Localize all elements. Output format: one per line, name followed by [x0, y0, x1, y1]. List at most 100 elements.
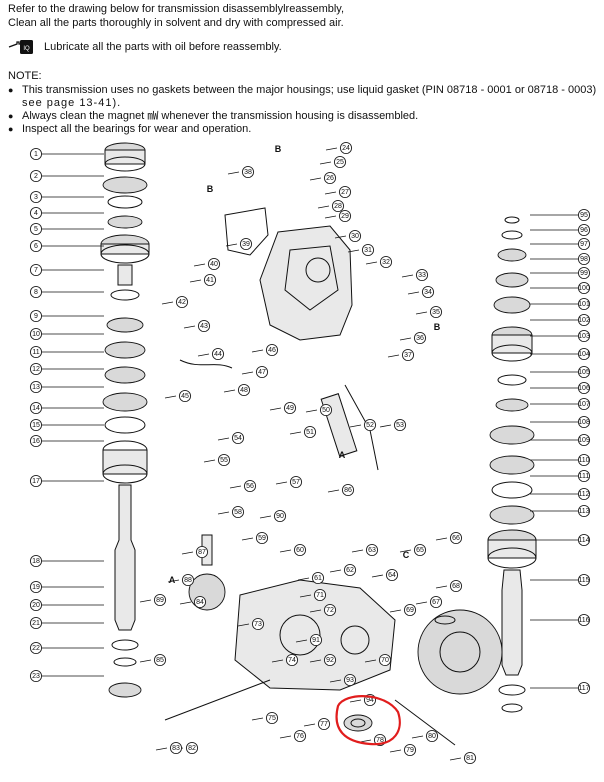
- callout-number: 51: [306, 429, 314, 436]
- callout-center: 33: [401, 268, 429, 282]
- leader-line: [389, 749, 402, 753]
- leader-line: [327, 489, 340, 493]
- callout-center: 47: [241, 365, 269, 379]
- leader-line: [303, 723, 316, 727]
- bearing-part: [110, 289, 140, 301]
- gear-part: [487, 547, 537, 569]
- callout-number: 31: [364, 247, 372, 254]
- callout-bubble: [379, 255, 393, 269]
- callout-center: 40: [193, 257, 221, 271]
- callout-center: 62: [329, 563, 357, 577]
- callout-bubble: [29, 554, 43, 568]
- callout-bubble: [29, 401, 43, 415]
- callout-center: 29: [324, 209, 352, 223]
- leader-line: [379, 424, 392, 428]
- callout-number: 70: [381, 657, 389, 664]
- callout-number: 77: [320, 721, 328, 728]
- nut-part: [504, 216, 520, 224]
- note-item-gasket: This transmission uses no gaskets betwee…: [8, 84, 598, 110]
- callout-bubble: [197, 319, 211, 333]
- leader-line: [435, 537, 448, 541]
- callout-center: 77: [303, 717, 331, 731]
- callout-center: 51: [289, 425, 317, 439]
- leader-line: [347, 249, 360, 253]
- callout-number: 62: [346, 567, 354, 574]
- callout-left: 16: [29, 434, 104, 448]
- callout-number: 96: [580, 227, 588, 234]
- callout-left: 11: [29, 345, 104, 359]
- callout-bubble: [463, 751, 477, 765]
- callout-center: 75: [251, 711, 279, 725]
- callout-number: 85: [156, 657, 164, 664]
- callout-left: 15: [29, 418, 104, 432]
- callout-bubble: [231, 431, 245, 445]
- callout-bubble: [577, 237, 591, 251]
- callout-bubble: [577, 313, 591, 327]
- callout-center: 28: [317, 199, 345, 213]
- callout-bubble: [29, 309, 43, 323]
- leader-line: [179, 601, 192, 605]
- callout-number: 18: [32, 558, 40, 565]
- gear-part: [107, 195, 143, 209]
- callout-left: 20: [29, 598, 104, 612]
- callout-number: 45: [181, 393, 189, 400]
- callout-center: 73: [237, 617, 265, 631]
- callout-number: 61: [314, 575, 322, 582]
- callout-number: 106: [578, 385, 590, 392]
- callout-number: 101: [578, 301, 590, 308]
- callout-bubble: [421, 285, 435, 299]
- callout-bubble: [283, 401, 297, 415]
- callout-bubble: [577, 613, 591, 627]
- callout-number: 79: [406, 747, 414, 754]
- shift-fork-part: [320, 393, 358, 457]
- gear-part: [495, 272, 529, 288]
- callout-number: 47: [258, 369, 266, 376]
- leader-line: [407, 291, 420, 295]
- callout-number: 42: [178, 299, 186, 306]
- callout-right: 116: [530, 613, 591, 627]
- leader-line: [325, 147, 338, 151]
- callout-number: 36: [416, 335, 424, 342]
- ref-letter-a: A: [169, 575, 176, 585]
- leader-line: [241, 371, 254, 375]
- callout-right: 110: [530, 453, 591, 467]
- ref-letter-b: B: [434, 322, 441, 332]
- callout-center: 80: [411, 729, 439, 743]
- gear-part: [102, 464, 148, 484]
- callout-center: 72: [309, 603, 337, 617]
- callout-number: 87: [198, 549, 206, 556]
- callout-bubble: [265, 343, 279, 357]
- callout-center: 64: [371, 568, 399, 582]
- leader-line: [399, 549, 412, 553]
- callout-number: 46: [268, 347, 276, 354]
- callout-left: 13: [29, 380, 104, 394]
- callout-number: 83: [172, 745, 180, 752]
- callouts-right: 9596979899100101102103104105106107108109…: [530, 208, 591, 695]
- leader-line: [364, 659, 377, 663]
- callout-number: 93: [346, 677, 354, 684]
- callout-number: 2: [34, 173, 38, 180]
- callout-center: 34: [407, 285, 435, 299]
- callout-left: 23: [29, 669, 104, 683]
- callout-left: 10: [29, 327, 104, 341]
- callout-bubble: [343, 673, 357, 687]
- mainshaft-part: [114, 484, 136, 631]
- callout-bubble: [577, 329, 591, 343]
- sensor-wire: [179, 359, 233, 369]
- leader-line: [259, 515, 272, 519]
- leader-line: [415, 601, 428, 605]
- callout-bubble: [29, 641, 43, 655]
- callout-right: 100: [530, 281, 591, 295]
- callout-bubble: [577, 365, 591, 379]
- callout-right: 117: [530, 681, 591, 695]
- shift-bracket-part: [224, 207, 269, 256]
- callout-number: 71: [316, 592, 324, 599]
- note-block: NOTE: This transmission uses no gaskets …: [8, 70, 598, 136]
- callout-right: 111: [530, 469, 591, 483]
- callout-bubble: [29, 474, 43, 488]
- callout-center: 31: [347, 243, 375, 257]
- callout-number: 33: [418, 272, 426, 279]
- callout-number: 68: [452, 583, 460, 590]
- callout-number: 103: [578, 333, 590, 340]
- callout-number: 102: [578, 317, 590, 324]
